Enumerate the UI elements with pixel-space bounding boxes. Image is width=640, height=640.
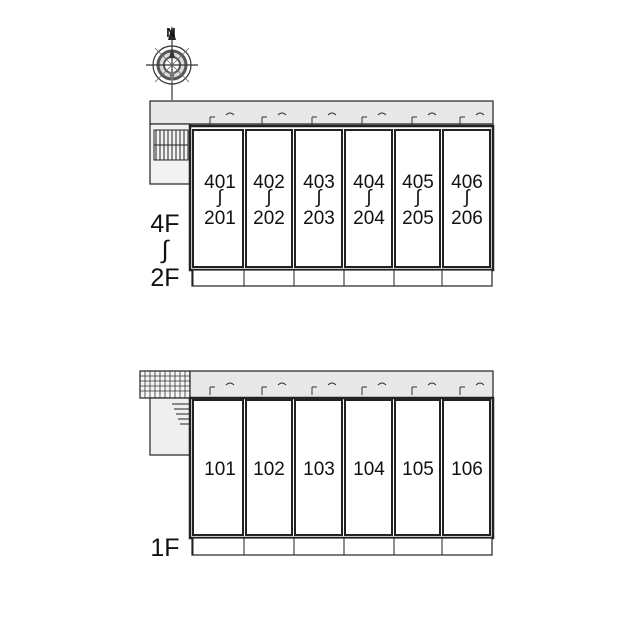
door-icon: [261, 382, 287, 395]
unit-number-lower: 205: [402, 208, 434, 229]
upper-balcony: [191, 269, 493, 287]
unit-number: 101: [204, 459, 236, 480]
unit-402-202: 402 ∫ 202: [243, 112, 293, 286]
unit-range-separator: ∫: [365, 187, 373, 208]
unit-number-upper: 404: [353, 172, 385, 193]
door-icon: [459, 382, 485, 395]
door-icon: [361, 112, 387, 125]
unit-number: 105: [402, 459, 434, 480]
unit-range-separator: ∫: [463, 187, 471, 208]
unit-104: 104: [343, 382, 393, 555]
unit-403-203: 403 ∫ 203: [293, 112, 343, 286]
unit-range-separator: ∫: [414, 187, 422, 208]
unit-number: 102: [253, 459, 285, 480]
ground-balcony: [191, 537, 493, 556]
upper-stairs: [149, 123, 191, 185]
door-icon: [361, 382, 387, 395]
door-icon: [261, 112, 287, 125]
unit-101: 101: [192, 382, 244, 555]
unit-number-lower: 203: [303, 208, 335, 229]
ground-stairs: [149, 397, 193, 456]
door-icon: [311, 112, 337, 125]
unit-105: 105: [393, 382, 441, 555]
unit-106: 106: [441, 382, 491, 555]
door-icon: [411, 382, 437, 395]
floor-label-top: 4F: [150, 210, 179, 238]
compass-rose-icon: [146, 26, 198, 100]
unit-number: 104: [353, 459, 385, 480]
unit-number-lower: 206: [451, 208, 483, 229]
unit-number-upper: 402: [253, 172, 285, 193]
unit-number-upper: 403: [303, 172, 335, 193]
compass-north-label: N: [166, 25, 175, 40]
floor-label-bottom: 2F: [150, 264, 179, 292]
unit-401-201: 401 ∫ 201: [192, 112, 244, 286]
unit-405-205: 405 ∫ 205: [393, 112, 441, 286]
unit-102: 102: [243, 382, 293, 555]
floor-label-separator: ∫: [160, 236, 170, 264]
unit-404-204: 404 ∫ 204: [343, 112, 393, 286]
unit-range-separator: ∫: [265, 187, 273, 208]
unit-number-lower: 201: [204, 208, 236, 229]
door-icon: [209, 382, 235, 395]
upper-unit-row: 401 ∫ 201 402 ∫ 202 403 ∫ 203 404: [192, 112, 491, 286]
floor-label-1f: 1F: [150, 534, 179, 562]
door-icon: [209, 112, 235, 125]
door-icon: [459, 112, 485, 125]
door-icon: [411, 112, 437, 125]
unit-range-separator: ∫: [315, 187, 323, 208]
unit-103: 103: [293, 382, 343, 555]
door-icon: [311, 382, 337, 395]
unit-406-206: 406 ∫ 206: [441, 112, 491, 286]
unit-number-upper: 405: [402, 172, 434, 193]
unit-number-lower: 204: [353, 208, 385, 229]
unit-number-upper: 406: [451, 172, 483, 193]
unit-number-upper: 401: [204, 172, 236, 193]
unit-number-lower: 202: [253, 208, 285, 229]
ground-unit-row: 101 102 103 104 105: [192, 382, 491, 555]
grid-area: [139, 370, 191, 399]
unit-number: 106: [451, 459, 483, 480]
unit-number: 103: [303, 459, 335, 480]
unit-range-separator: ∫: [216, 187, 224, 208]
